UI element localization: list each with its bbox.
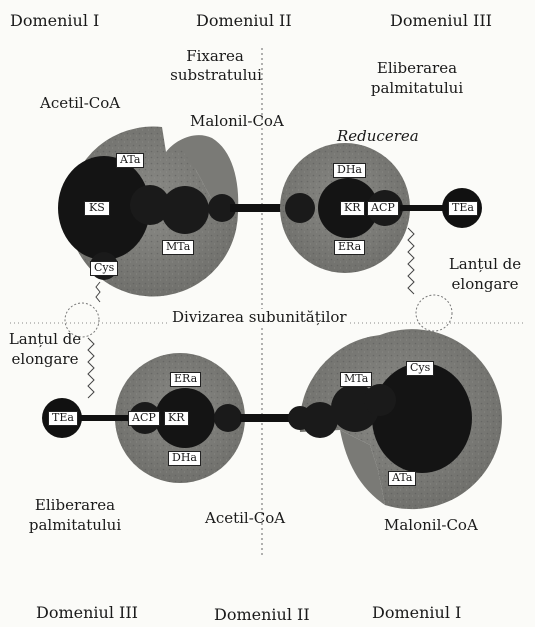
top-te-label: TEa	[448, 201, 478, 216]
top-domain-3: Domeniul III	[390, 12, 492, 30]
top-ks-label: KS	[84, 201, 110, 216]
top-kr-label: KR	[340, 201, 365, 216]
bottom-domain-2: Domeniul II	[214, 606, 310, 624]
acetyl-coa-top: Acetil-CoA	[40, 95, 120, 112]
elongation-chain-right-line1: Lanțul de	[440, 256, 530, 273]
bottom-cys-label: Cys	[406, 361, 434, 376]
top-right-elongation-chain	[408, 228, 414, 294]
top-er-label: ERa	[334, 240, 365, 255]
top-mt-label: MTa	[162, 240, 194, 255]
elongation-chain-left-line2: elongare	[2, 351, 88, 368]
palmitate-release-top-line2: palmitatului	[362, 80, 472, 97]
bottom-cys-core	[372, 363, 472, 473]
bottom-er-label: ERa	[170, 372, 201, 387]
top-cys-label: Cys	[90, 261, 118, 276]
palmitate-release-bottom-line1: Eliberarea	[20, 497, 130, 514]
top-domain-1: Domeniul I	[10, 12, 99, 30]
bottom-kr-label: KR	[164, 411, 189, 426]
top-at-label: ATa	[116, 153, 144, 168]
acetyl-coa-bottom: Acetil-CoA	[205, 510, 285, 527]
reduction-label: Reducerea	[337, 128, 419, 145]
bottom-acp-label: ACP	[128, 411, 160, 426]
elongation-chain-right-line2: elongare	[440, 276, 530, 293]
bottom-domain-1: Domeniul I	[372, 604, 461, 622]
bottom-dh-label: DHa	[168, 451, 201, 466]
bottom-left-elongation-chain	[88, 338, 94, 398]
substrate-fixation-line1: Fixarea	[170, 48, 260, 65]
malonyl-coa-bottom: Malonil-CoA	[384, 517, 478, 534]
subunit-division-label: Divizarea subunităților	[170, 309, 349, 326]
palmitate-release-bottom-line2: palmitatului	[20, 517, 130, 534]
bottom-at-label: ATa	[388, 471, 416, 486]
elongation-chain-left-line1: Lanțul de	[2, 331, 88, 348]
top-dh-label: DHa	[333, 163, 366, 178]
bottom-mt-label: MTa	[340, 372, 372, 387]
palmitate-release-top-line1: Eliberarea	[362, 60, 472, 77]
top-left-elongation-chain	[96, 282, 100, 302]
top-domain-2: Domeniul II	[196, 12, 292, 30]
bottom-domain-3: Domeniul III	[36, 604, 138, 622]
top-right-dotted-circle	[416, 295, 452, 331]
malonyl-coa-top: Malonil-CoA	[190, 113, 284, 130]
top-acp-label: ACP	[367, 201, 399, 216]
substrate-fixation-line2: substratului	[166, 67, 266, 84]
bottom-te-label: TEa	[48, 411, 78, 426]
